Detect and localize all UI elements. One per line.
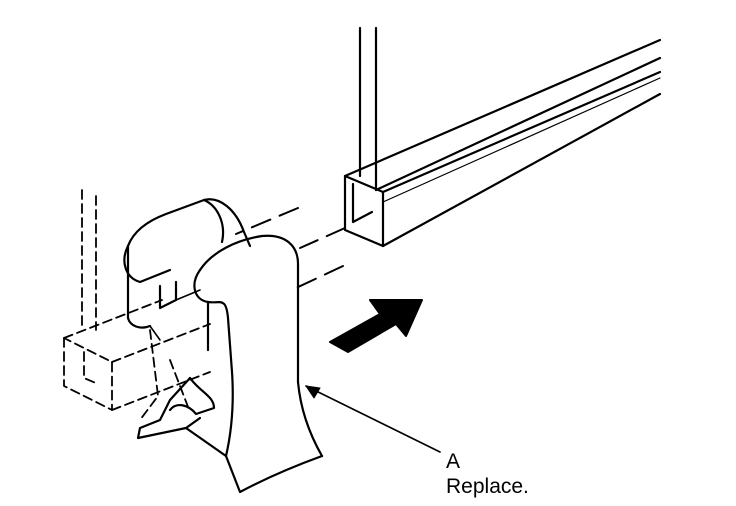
track-rail [343,26,662,248]
callout-letter: A [446,450,461,473]
phantom-installed-clip [63,189,211,421]
callout-action-text: Replace. [446,475,529,498]
replacement-clip [123,198,324,494]
callout-leader [305,385,441,453]
alignment-lines [235,207,346,289]
install-direction-arrow-icon [329,299,423,353]
